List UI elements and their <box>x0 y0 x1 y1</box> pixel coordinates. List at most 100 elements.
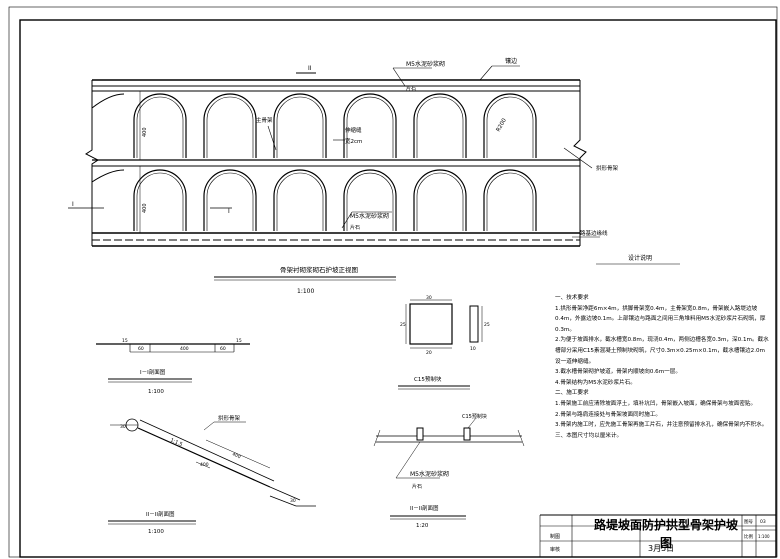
curb-dim-right: 25 <box>484 322 490 328</box>
dim-lower: 400 <box>142 203 148 213</box>
arch-inner-line <box>486 96 534 158</box>
section-mark-left: I <box>72 201 74 208</box>
stone-top-label: 片石 <box>406 85 416 92</box>
ratio-value: 1:100 <box>758 534 770 539</box>
s2-d1: 400 <box>231 451 241 460</box>
curb-dim-top: 30 <box>426 295 432 301</box>
mortar-top-label: M5水泥砂浆砌 <box>406 60 445 68</box>
design-label: 制图 <box>550 533 560 540</box>
curb-title: C15预制块 <box>414 375 442 383</box>
mortar-bottom-label: M5水泥砂浆砌 <box>350 212 389 220</box>
note-line: 三、本图尺寸均以厘米计。 <box>555 432 623 439</box>
half-arch <box>91 169 125 183</box>
section-1: 15 60 400 60 15 I－I剖面图 1:100 <box>96 338 250 395</box>
elevation-labels: II M5水泥砂浆砌 片石 镶边 主骨架 伸缩缝 宽2cm R200 拱形骨架 … <box>68 57 680 295</box>
arch-opening <box>273 169 327 231</box>
arch-opening <box>273 93 327 158</box>
note-line: 3.截水槽骨架砌护坡道，骨架内顺坡向0.6m一层。 <box>555 369 681 376</box>
design-notes-header: 设计说明 <box>628 254 652 262</box>
note-line: 2.为便于坡面排水，截水槽宽0.8m，现浇0.4m，两侧边槽各宽0.3m，深0.… <box>555 337 769 365</box>
s3-scale: 1:20 <box>416 523 429 529</box>
section-2 <box>110 418 316 507</box>
review-label: 审核 <box>550 546 560 553</box>
arch-inner-line <box>416 96 464 158</box>
sheet-border <box>19 19 777 558</box>
s1-dim-e: 15 <box>236 338 242 344</box>
arch-skeleton-label: 拱形骨架 <box>596 164 619 172</box>
s1-dim-d: 60 <box>220 346 226 352</box>
ratio-label: 比例 <box>744 533 753 540</box>
arch-inner-line <box>416 172 464 231</box>
s3-mortar-label: M5水泥砂浆砌 <box>410 470 449 478</box>
s1-scale: 1:100 <box>148 389 164 395</box>
s2-scale: 1:100 <box>148 529 164 535</box>
s2-d4: 30 <box>290 498 296 504</box>
note-line: 1.骨架施工前应清除坡面浮土，填补坑凹，骨架嵌入坡面，确保骨架与坡面密贴。 <box>555 400 757 407</box>
elevation-view <box>85 79 587 247</box>
s2-d2: 400 <box>200 462 209 468</box>
title-block <box>539 514 776 557</box>
s2-title: II－II剖面图 <box>146 510 175 518</box>
dim-upper: 400 <box>142 127 148 137</box>
arch-opening <box>133 93 187 158</box>
arch-opening <box>203 169 257 231</box>
s1-dim-b: 60 <box>138 346 144 352</box>
arch-opening <box>203 93 257 158</box>
s2-slope-label: 1:1.5 <box>169 437 183 448</box>
arch-opening <box>133 169 187 231</box>
note-line: 2.骨架与路肩连接处与骨架坡面同时施工。 <box>555 411 662 418</box>
s1-dim-c: 400 <box>180 346 189 352</box>
arch-opening <box>483 93 537 158</box>
section-mark-top: II <box>308 65 312 72</box>
arch-inner-line <box>136 172 184 231</box>
arch-inner-line <box>276 172 324 231</box>
half-arch <box>91 93 125 109</box>
radius-label: R200 <box>496 117 509 133</box>
note-line: 4.骨架结构为M5水泥砂浆片石。 <box>555 379 636 386</box>
elevation-title: 骨架衬砌浆砌石护坡正视图 <box>280 265 358 274</box>
main-skeleton-label: 主骨架 <box>256 116 273 124</box>
curb-label: 镶边 <box>505 57 517 65</box>
arch-inner-line <box>206 172 254 231</box>
section-3: C15预制块 M5水泥砂浆砌 片石 II－II剖面图 1:20 <box>373 413 525 529</box>
elevation-scale: 1:100 <box>297 288 314 295</box>
note-line: 二、施工要求 <box>555 390 589 397</box>
arch-inner-line <box>486 172 534 231</box>
sheet-outer-border <box>8 6 778 558</box>
drawing-no-label: 图号 <box>744 519 753 525</box>
design-notes: 一、技术要求 1.拱形骨架净距6m×4m，拱脚骨架宽0.4m，主骨架宽0.8m，… <box>555 293 770 441</box>
road-edge-label: 路基边缘线 <box>580 229 608 237</box>
arch-opening <box>483 169 537 231</box>
arch-inner-line <box>276 96 324 158</box>
arch-opening <box>343 169 397 231</box>
s1-dim-a: 15 <box>122 338 128 344</box>
arch-inner-line <box>346 172 394 231</box>
section-mark-right: I <box>228 208 230 215</box>
note-line: 1.拱形骨架净距6m×4m，拱脚骨架宽0.4m，主骨架宽0.8m，骨架嵌入路堤边… <box>555 305 766 333</box>
curb-detail: 30 25 20 25 10 C15预制块 <box>398 295 490 390</box>
sheet-label: 3月5日 <box>648 544 674 553</box>
curb-dim-bottom: 20 <box>426 350 432 356</box>
note-line: 一、技术要求 <box>555 295 589 301</box>
arch-inner-line <box>136 96 184 158</box>
title-block-text: 图号 03 比例 1:100 制图 审核 3月5日 <box>550 519 770 553</box>
s3-stone-label: 片石 <box>412 483 422 490</box>
curb-dim-side: 25 <box>400 322 406 328</box>
s2-skeleton-label: 拱形骨架 <box>218 414 241 422</box>
s1-title: I－I剖面图 <box>140 368 166 376</box>
arch-opening <box>413 169 467 231</box>
stone-bottom-label: 片石 <box>350 224 360 231</box>
upper-arch-row <box>91 93 537 183</box>
arch-opening <box>413 93 467 158</box>
arch-inner-line <box>346 96 394 158</box>
curb-dim-narrow: 10 <box>470 346 476 352</box>
drawing-no: 03 <box>760 519 766 525</box>
lower-arch-row <box>133 169 537 231</box>
note-line: 3.骨架内施工时，应先施工骨架再施工片石，并注意预留排水孔，确保骨架内不积水。 <box>555 422 768 429</box>
arch-opening <box>343 93 397 158</box>
joint-label: 伸缩缝 <box>345 126 362 134</box>
drawing-title: 路堤坡面防护拱型骨架护坡图 <box>593 518 738 550</box>
joint-width-label: 宽2cm <box>345 137 362 145</box>
s3-block-label: C15预制块 <box>462 413 487 420</box>
